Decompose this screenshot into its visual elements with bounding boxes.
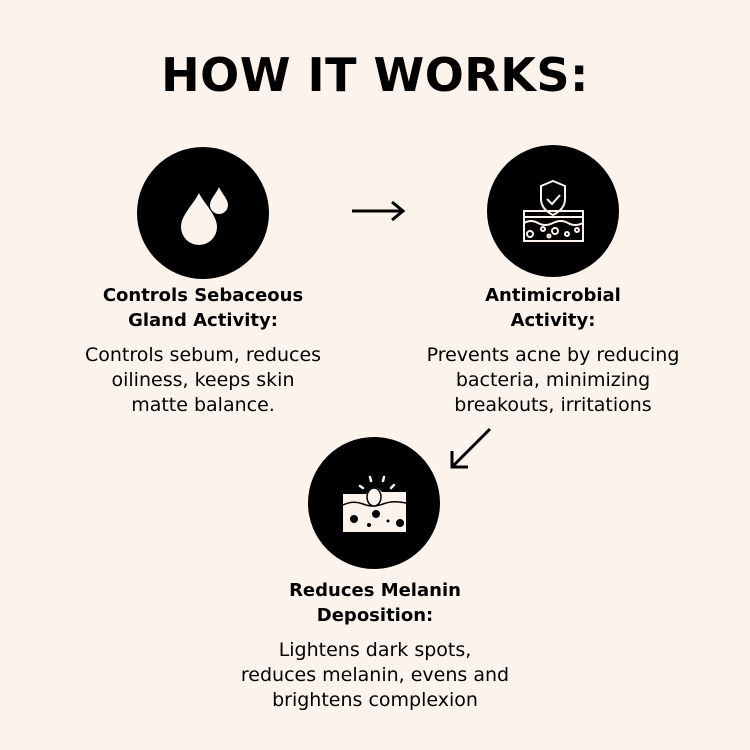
step-1-heading: Controls Sebaceous Gland Activity: xyxy=(60,283,346,333)
down-left-arrow-icon xyxy=(450,427,492,469)
heading-line: Controls Sebaceous xyxy=(102,285,304,306)
desc-line: reduces melanin, evens and xyxy=(240,664,510,686)
step-2-text: Antimicrobial Activity: Prevents acne by… xyxy=(400,283,706,418)
step-3-circle xyxy=(308,437,440,569)
step-2-circle xyxy=(487,145,619,277)
skin-melanin-icon xyxy=(342,475,407,532)
step-2-heading: Antimicrobial Activity: xyxy=(400,283,706,333)
skin-shield-icon xyxy=(523,179,584,242)
oil-drops-icon xyxy=(181,187,228,245)
page-title: HOW IT WORKS: xyxy=(161,48,589,102)
step-3-heading: Reduces Melanin Deposition: xyxy=(200,578,550,628)
step-1-description: Controls sebum, reduces oiliness, keeps … xyxy=(60,343,346,418)
desc-line: matte balance. xyxy=(131,394,275,416)
desc-line: brightens complexion xyxy=(272,689,478,711)
heading-line: Reduces Melanin xyxy=(289,580,461,601)
desc-line: bacteria, minimizing xyxy=(455,369,651,391)
step-2-description: Prevents acne by reducing bacteria, mini… xyxy=(400,343,706,418)
step-3-text: Reduces Melanin Deposition: Lightens dar… xyxy=(200,578,550,713)
desc-line: Controls sebum, reduces xyxy=(84,344,322,366)
step-1-circle xyxy=(137,147,269,279)
heading-line: Deposition: xyxy=(316,605,434,626)
desc-line: breakouts, irritations xyxy=(454,394,652,416)
step-1-text: Controls Sebaceous Gland Activity: Contr… xyxy=(60,283,346,418)
right-arrow-icon xyxy=(352,200,406,222)
heading-line: Gland Activity: xyxy=(128,310,278,331)
step-3-description: Lightens dark spots, reduces melanin, ev… xyxy=(200,638,550,713)
heading-line: Antimicrobial xyxy=(485,285,621,306)
desc-line: oiliness, keeps skin xyxy=(111,369,295,391)
desc-line: Lightens dark spots, xyxy=(278,639,472,661)
desc-line: Prevents acne by reducing xyxy=(426,344,680,366)
heading-line: Activity: xyxy=(510,310,596,331)
